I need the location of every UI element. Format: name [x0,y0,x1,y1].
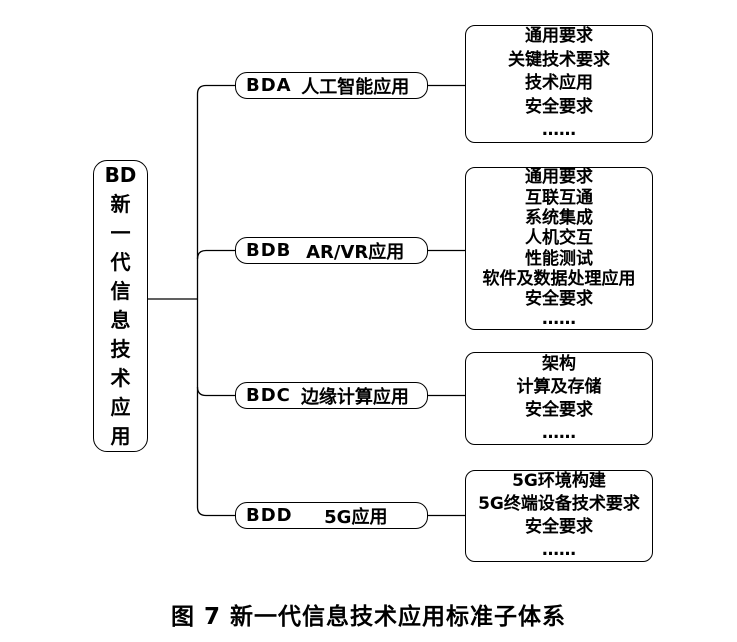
list-item: 安全要求 [525,517,593,537]
root-node-line: 技 [110,337,131,361]
list-item: 性能测试 [525,248,593,269]
leaf-list-bda: 通用要求 关键技术要求 技术应用 安全要求 …… [465,25,653,143]
branch-line-bdc [196,386,235,397]
root-node-line: 代 [110,250,131,274]
list-item: 5G终端设备技术要求 [478,494,640,514]
branch-code: BDB [246,240,292,261]
figure-caption: 图 7 新一代信息技术应用标准子体系 [170,604,567,630]
list-item: 计算及存储 [516,376,602,397]
list-item: 通用要求 [525,26,593,47]
ellipsis-item: …… [542,540,576,560]
ellipsis-item: …… [542,120,576,141]
list-item: 5G环境构建 [512,471,606,491]
root-node-line: 一 [110,221,131,245]
root-node-line: 息 [110,308,131,332]
root-node-line: 用 [110,424,131,448]
branch-code: BDD [246,505,293,526]
root-node-line: 术 [110,366,131,390]
leaf-list-bdd: 5G环境构建 5G终端设备技术要求 安全要求 …… [465,470,653,562]
ellipsis-item: …… [542,309,576,330]
leaf-list-bdb: 通用要求 互联互通 系统集成 人机交互 性能测试 软件及数据处理应用 安全要求 … [465,167,653,330]
branch-name: AR/VR应用 [306,241,405,263]
root-node-line: 新 [110,192,131,216]
branch-node-bdd: BDD 5G应用 [235,502,428,529]
ellipsis-item: …… [542,422,576,443]
list-item: 通用要求 [525,167,593,188]
root-node-line: 应 [110,395,131,419]
branch-line-bdb [196,249,235,260]
trunk-line [196,84,235,517]
branch-name: 边缘计算应用 [300,386,409,408]
branch-code: BDC [246,385,291,406]
list-item: 安全要求 [525,289,593,310]
list-item: 安全要求 [525,96,593,117]
branch-node-bda: BDA 人工智能应用 [235,72,428,99]
root-node-line: 信 [110,279,131,303]
branch-code: BDA [246,75,292,96]
branch-node-bdc: BDC 边缘计算应用 [235,382,428,409]
list-item: 软件及数据处理应用 [482,268,636,289]
branch-name: 人工智能应用 [301,76,410,98]
root-node-bd: BD 新 一 代 信 息 技 术 应 用 [93,160,148,452]
root-node-line: BD [104,163,137,187]
branch-name: 5G应用 [324,506,388,528]
list-item: 架构 [542,353,576,374]
list-item: 技术应用 [525,73,593,94]
list-item: 安全要求 [525,399,593,420]
list-item: 系统集成 [525,207,593,228]
branch-node-bdb: BDB AR/VR应用 [235,237,428,264]
list-item: 关键技术要求 [508,49,610,70]
list-item: 人机交互 [525,228,593,249]
leaf-list-bdc: 架构 计算及存储 安全要求 …… [465,352,653,445]
list-item: 互联互通 [525,187,593,208]
